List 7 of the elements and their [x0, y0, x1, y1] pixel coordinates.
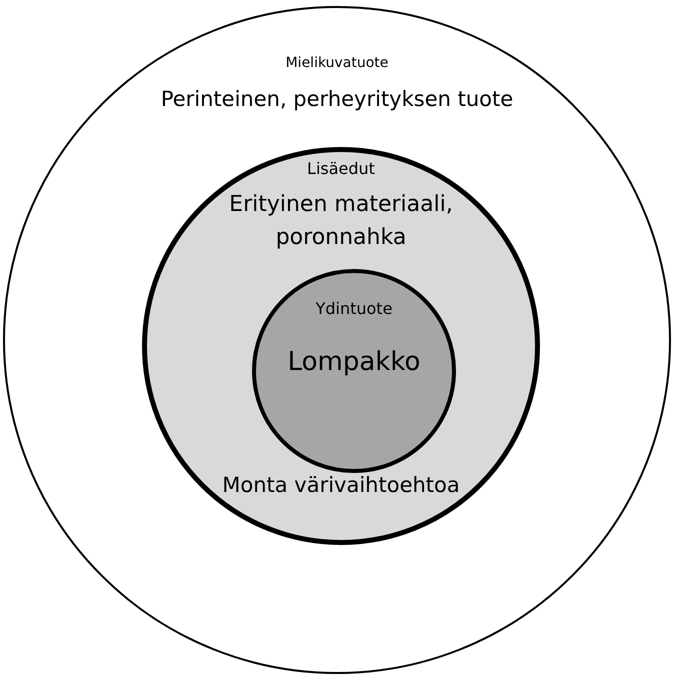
ring-title: Mielikuvatuote: [286, 54, 388, 73]
ring-text: Perinteinen, perheyrityksen tuote: [160, 86, 514, 113]
ring-text: Monta värivaihtoehtoa: [222, 472, 460, 499]
core-text: Lompakko: [288, 346, 420, 379]
ring-text: Erityinen materiaali, poronnahka: [228, 191, 454, 252]
core-title: Ydintuote: [316, 298, 392, 320]
ring-title: Lisäedut: [307, 158, 375, 180]
